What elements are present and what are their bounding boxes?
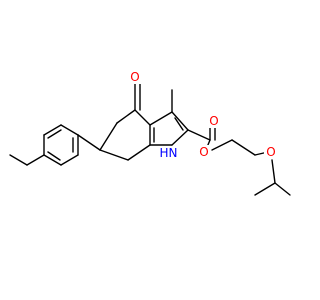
bond-ring-a-inner3: [47, 151, 61, 161]
bond-ring-a6: [43, 154, 62, 166]
atom-ester-carbonyl-oxygen: O: [209, 114, 218, 128]
bond-ring-a3: [60, 124, 79, 136]
atom-nh-hydrogen: H: [159, 146, 168, 160]
bonds: [9, 77, 291, 196]
bond-ester-o-ch2: [211, 139, 233, 151]
bond-aryl-c6: [77, 134, 101, 151]
bond-ring-a-inner1: [47, 129, 62, 139]
bond-c4-c3a: [134, 109, 151, 126]
molecule-structure: O O O O H N: [9, 70, 291, 196]
bond-ipr-me2: [274, 182, 291, 196]
atom-ester-oxygen: O: [199, 145, 208, 159]
bond-c2-ester-c: [187, 129, 211, 141]
bond-c7-c6: [99, 149, 129, 161]
bond-ethyl-ch2: [26, 154, 45, 166]
atom-ether-oxygen: O: [266, 145, 275, 159]
atom-labels: O O O O H N: [128, 70, 278, 160]
atom-ketone-oxygen: O: [130, 70, 139, 84]
bond-o-ipr: [271, 159, 276, 184]
bond-c3-c2: [171, 111, 189, 131]
bond-c5-c4: [116, 109, 136, 124]
bond-c6-c5: [99, 122, 118, 151]
bond-c7a-c7: [127, 144, 151, 161]
bond-ipr-me1: [254, 182, 276, 196]
bond-ring-a2: [43, 124, 62, 136]
bond-ethyl-ch3: [9, 154, 28, 166]
bond-c2-n1: [171, 129, 189, 146]
atom-nh-nitrogen: N: [169, 146, 178, 160]
bond-ring-a5: [60, 154, 79, 166]
bond-c3a-c3: [149, 111, 173, 126]
bond-pyrrole-inner: [174, 117, 184, 131]
bond-ch2-ch2: [231, 139, 256, 156]
